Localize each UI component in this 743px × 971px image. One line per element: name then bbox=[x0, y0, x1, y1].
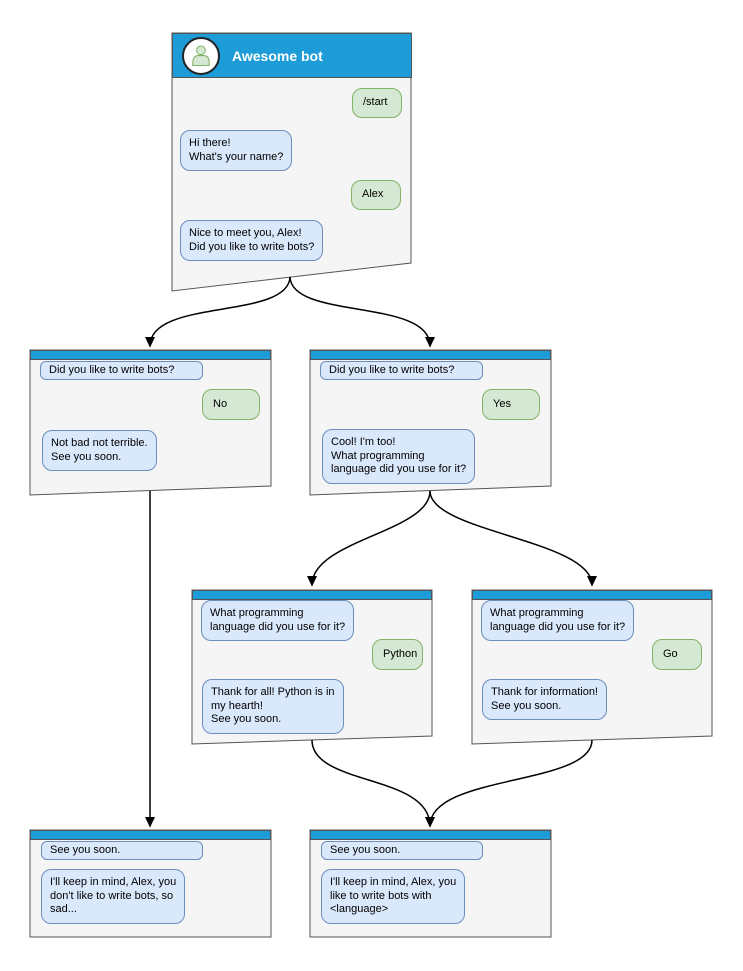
bot-message-reply: Not bad not terrible. See you soon. bbox=[42, 430, 157, 471]
person-icon bbox=[192, 45, 210, 67]
arrow-main-to-no bbox=[145, 276, 291, 348]
bot-message-question: Did you like to write bots? bbox=[320, 361, 483, 380]
avatar bbox=[182, 37, 220, 75]
user-message-answer-go: Go bbox=[652, 639, 702, 670]
chat-header bbox=[472, 590, 712, 600]
chat-header bbox=[310, 830, 551, 840]
bot-message-status: See you soon. bbox=[321, 841, 483, 860]
bot-message-status: See you soon. bbox=[41, 841, 203, 860]
user-message-answer-yes: Yes bbox=[482, 389, 540, 420]
bot-message-question: What programming language did you use fo… bbox=[201, 600, 355, 641]
bot-message-greeting: Hi there! What's your name? bbox=[180, 130, 293, 171]
user-message-answer-no: No bbox=[202, 389, 260, 420]
bot-message-reply: I'll keep in mind, Alex, you don't like … bbox=[41, 869, 186, 924]
bot-message-question: Did you like to write bots? bbox=[40, 361, 203, 380]
user-message-start: /start bbox=[352, 88, 402, 118]
arrow-yes-to-python bbox=[307, 490, 431, 587]
chat-header bbox=[30, 350, 271, 360]
chat-header bbox=[310, 350, 551, 360]
bot-message-reply: I'll keep in mind, Alex, you like to wri… bbox=[321, 869, 466, 924]
bot-title: Awesome bot bbox=[232, 48, 323, 64]
chat-header bbox=[30, 830, 271, 840]
user-message-name: Alex bbox=[351, 180, 401, 210]
arrow-yes-to-go bbox=[429, 490, 597, 587]
user-message-answer-python: Python bbox=[372, 639, 423, 670]
bot-message-nice: Nice to meet you, Alex! Did you like to … bbox=[180, 220, 324, 261]
bot-message-question: What programming language did you use fo… bbox=[481, 600, 635, 641]
bot-message-reply: Thank for information! See you soon. bbox=[482, 679, 607, 720]
arrow-main-to-yes bbox=[289, 276, 435, 348]
bot-message-reply: Cool! I'm too! What programming language… bbox=[322, 429, 476, 484]
bot-message-reply: Thank for all! Python is in my hearth! S… bbox=[202, 679, 344, 734]
chat-header bbox=[192, 590, 432, 600]
arrow-python-to-end bbox=[311, 739, 435, 828]
arrow-go-to-end bbox=[425, 739, 593, 828]
